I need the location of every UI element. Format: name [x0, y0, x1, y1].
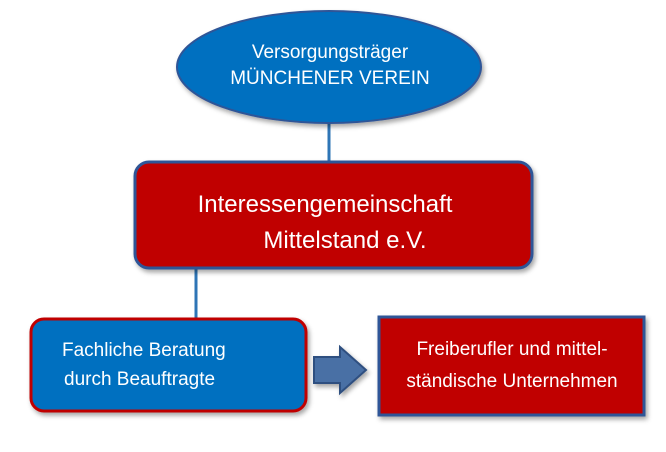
- node-freiberufler-shape: [377, 315, 646, 417]
- node-versorgungstraeger-shape: [176, 10, 482, 124]
- node-beratung-shape: [29, 317, 308, 413]
- arrow-right-icon: [313, 344, 368, 396]
- node-interessengemeinschaft-shape: [133, 160, 534, 270]
